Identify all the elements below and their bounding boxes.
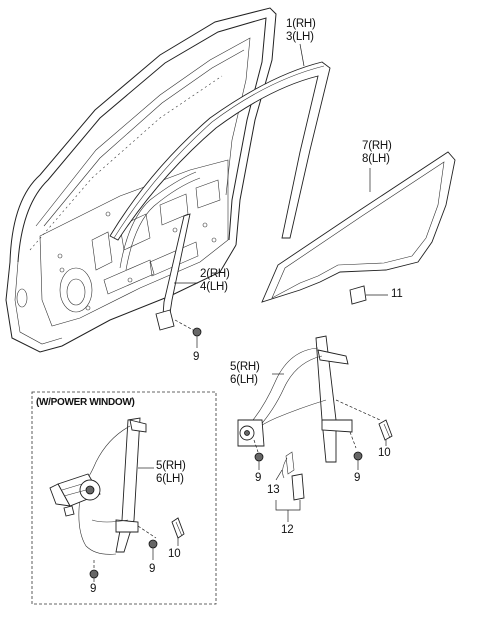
callout-9-upper: 9 — [193, 351, 200, 363]
bolt-10-right — [378, 419, 393, 446]
callout-8-lh: 8(LH) — [362, 153, 390, 165]
callout-9-left: 9 — [255, 472, 262, 484]
callout-1-rh: 1(RH) — [286, 18, 316, 30]
callout-5-rh: 5(RH) — [230, 361, 260, 373]
callout-10-box: 10 — [168, 548, 181, 560]
callout-10-right: 10 — [378, 447, 391, 459]
nut-9-box-left — [89, 569, 99, 582]
door-glass — [261, 151, 456, 303]
window-handle-parts — [275, 451, 305, 522]
callout-9-box-left: 9 — [90, 583, 97, 595]
callout-2-rh: 2(RH) — [200, 268, 230, 280]
nut-9-upper — [174, 319, 202, 348]
glass-run-weatherstrip — [109, 61, 331, 241]
callout-9-right: 9 — [354, 472, 361, 484]
callout-9-box-right: 9 — [149, 563, 156, 575]
glass-clip — [349, 285, 388, 305]
callout-13: 13 — [267, 484, 280, 496]
power-window-box-title: (W/POWER WINDOW) — [36, 397, 135, 408]
leader-line-1 — [299, 43, 305, 67]
door-panel — [5, 7, 277, 353]
power-window-box — [31, 391, 217, 605]
callout-4-lh: 4(LH) — [200, 281, 228, 293]
callout-11: 11 — [391, 288, 403, 300]
callout-6-lh-box: 6(LH) — [156, 473, 184, 485]
nut-9-box-right — [148, 539, 158, 560]
front-lower-channel — [155, 213, 198, 331]
callout-6-lh: 6(LH) — [230, 374, 258, 386]
window-regulator-manual — [237, 335, 381, 463]
callout-12: 12 — [281, 524, 294, 536]
nut-9-left — [254, 452, 264, 470]
nut-9-right — [353, 451, 363, 470]
bolt-10-box — [171, 517, 185, 546]
window-regulator-power — [49, 417, 157, 570]
callout-3-lh: 3(LH) — [286, 31, 314, 43]
callout-5-rh-box: 5(RH) — [156, 460, 186, 472]
callout-7-rh: 7(RH) — [362, 140, 392, 152]
